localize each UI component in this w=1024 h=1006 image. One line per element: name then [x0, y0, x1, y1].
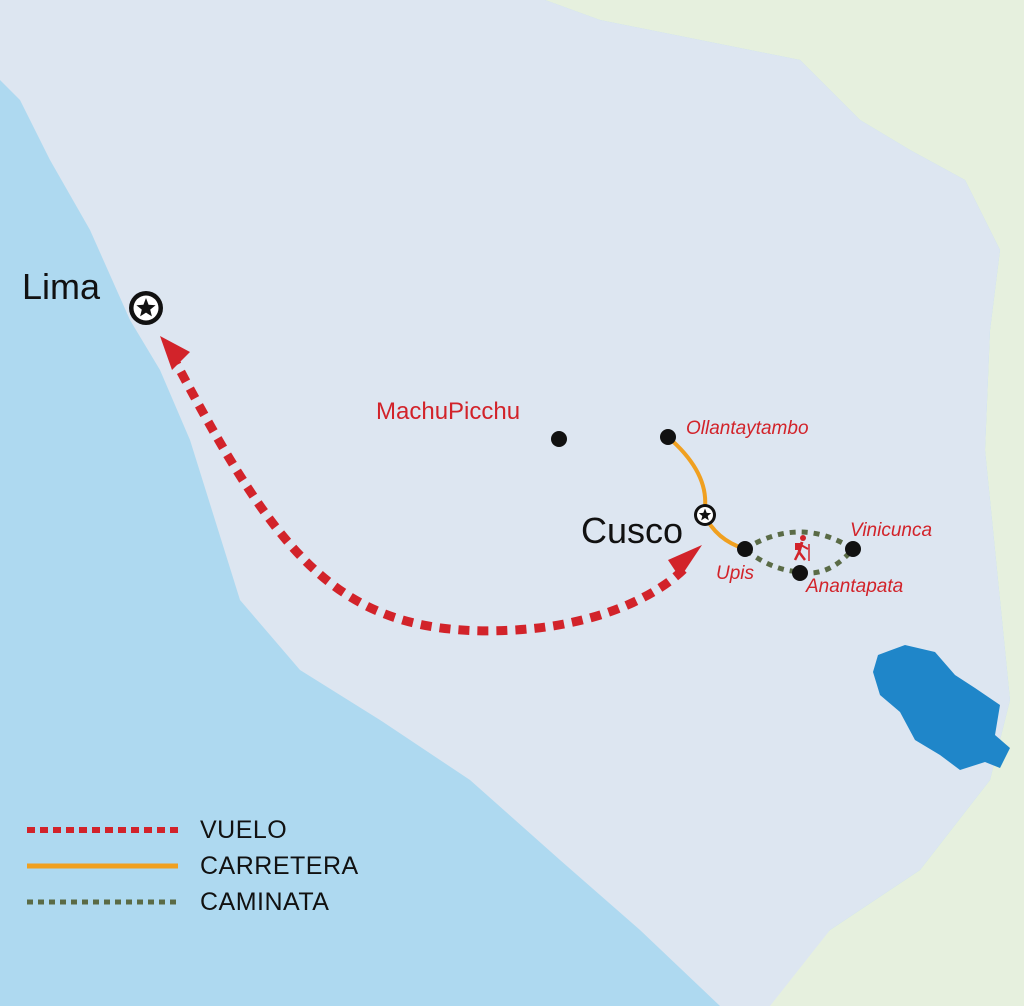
- star-marker-icon: [698, 508, 712, 521]
- dot-marker-anantapata: [792, 565, 808, 581]
- flight-arrow-cusco: [668, 545, 702, 578]
- legend-label-road: CARRETERA: [200, 852, 359, 880]
- label-lima: Lima: [22, 266, 101, 307]
- legend-label-flight: VUELO: [200, 816, 288, 844]
- label-ollantaytambo: Ollantaytambo: [686, 418, 809, 439]
- flight-arrow-lima: [160, 336, 190, 370]
- label-cusco: Cusco: [581, 510, 684, 551]
- label-machu-picchu: MachuPicchu: [376, 398, 521, 425]
- dot-marker-vinicunca: [845, 541, 861, 557]
- dot-marker-upis: [737, 541, 753, 557]
- label-vinicunca: Vinicunca: [850, 520, 933, 541]
- label-upis: Upis: [716, 563, 755, 584]
- dot-marker-ollantaytambo: [660, 429, 676, 445]
- marker-lima: [129, 291, 163, 325]
- marker-cusco: [694, 504, 716, 526]
- lake: [873, 645, 1010, 770]
- star-marker-icon: [136, 298, 156, 317]
- hiker-icon: [793, 535, 810, 561]
- flight-route: [168, 352, 692, 636]
- label-anantapata: Anantapata: [806, 576, 904, 597]
- outside-land: [545, 0, 1024, 1006]
- dot-marker-machu-picchu: [551, 431, 567, 447]
- legend-label-trek: CAMINATA: [200, 888, 330, 916]
- trek-route: [740, 529, 857, 576]
